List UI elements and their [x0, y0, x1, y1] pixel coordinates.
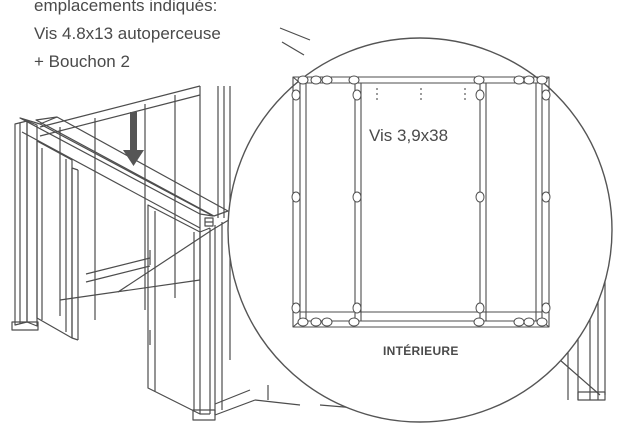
- screw-hole-icon: [291, 75, 551, 327]
- instruction-line-2: Vis 4.8x13 autoperceuse: [34, 24, 221, 43]
- zoom-detail-frame: [292, 76, 550, 328]
- instruction-line-1: emplacements indiqués:: [34, 0, 218, 15]
- right-door: [147, 204, 216, 421]
- down-arrow-icon: [123, 112, 144, 166]
- instruction-leader-lines: [279, 27, 311, 56]
- top-beam: [19, 116, 229, 229]
- instruction-line-3: + Bouchon 2: [34, 52, 130, 71]
- left-door: [36, 140, 79, 341]
- zoom-circle: [227, 37, 613, 423]
- interior-label: INTÉRIEURE: [383, 344, 459, 358]
- screw-size-label: Vis 3,9x38: [369, 126, 449, 145]
- left-post: [11, 120, 39, 331]
